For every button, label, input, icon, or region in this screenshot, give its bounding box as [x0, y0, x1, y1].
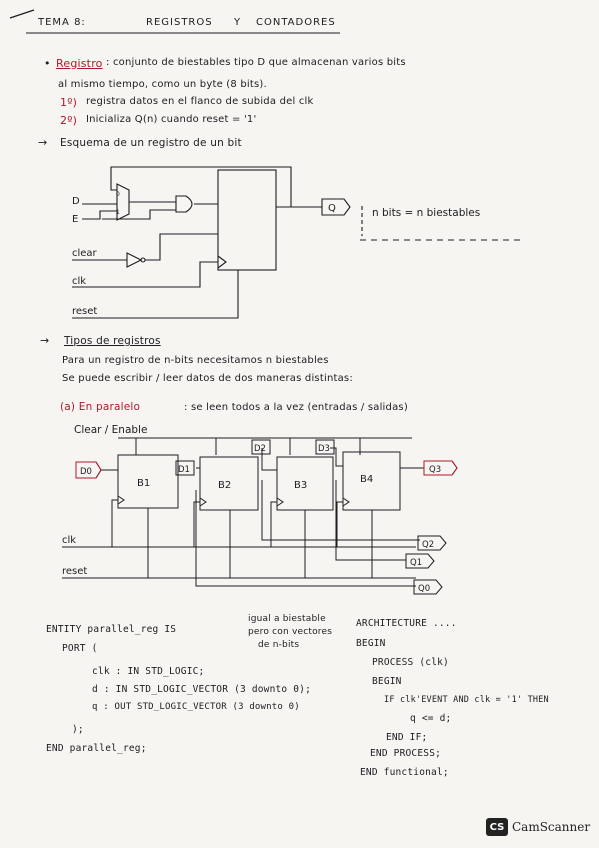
entity-note3: de n-bits: [258, 640, 300, 650]
item1-text: registra datos en el flanco de subida de…: [86, 96, 314, 107]
label-d: D: [72, 196, 80, 207]
entity-line5: q : OUT STD_LOGIC_VECTOR (3 downto 0): [92, 702, 300, 712]
entity-note1: igual a biestable: [248, 614, 326, 624]
q-output-tag: [321, 198, 351, 216]
label-clk: clk: [72, 276, 86, 287]
clk-label-2: clk: [62, 535, 76, 546]
block-b1-label: B1: [137, 478, 150, 489]
input-d3: D3: [318, 444, 330, 454]
item1-number: 1º): [60, 96, 78, 109]
entity-line6: );: [72, 724, 84, 735]
arrow-icon-2: →: [40, 334, 50, 347]
block-b2: [199, 456, 259, 511]
entity-line7: END parallel_reg;: [46, 743, 147, 754]
arch-line3: PROCESS (clk): [372, 657, 449, 668]
bits-note: n bits = n biestables: [372, 207, 480, 219]
arch-line2: BEGIN: [356, 638, 386, 649]
input-d2: D2: [254, 444, 266, 454]
arrow-icon: →: [38, 136, 48, 149]
label-clear: clear: [72, 248, 98, 259]
bullet: •: [44, 57, 51, 70]
page-title: TEMA 8:: [38, 17, 86, 28]
item2-number: 2º): [60, 114, 78, 127]
label-q: Q: [328, 203, 336, 214]
camscanner-watermark: CS CamScanner: [486, 818, 590, 836]
arch-line6: q <= d;: [410, 713, 452, 724]
item2-text: Inicializa Q(n) cuando reset = '1': [86, 114, 257, 125]
subtitle-y: Y: [234, 17, 242, 28]
input-d1: D1: [178, 465, 190, 475]
entity-line2: PORT (: [62, 643, 98, 654]
term-registro: Registro: [56, 57, 103, 70]
output-q1: Q1: [410, 558, 422, 568]
scheme-title: Esquema de un registro de un bit: [60, 137, 242, 149]
arch-line1: ARCHITECTURE ....: [356, 618, 457, 629]
entity-line4: d : IN STD_LOGIC_VECTOR (3 downto 0);: [92, 684, 312, 695]
clear-enable-label: Clear / Enable: [74, 424, 147, 436]
parallel-description: : se leen todos a la vez (entradas / sal…: [184, 402, 408, 413]
types-title: Tipos de registros: [64, 335, 161, 347]
camscanner-text: CamScanner: [512, 820, 591, 834]
entity-line3: clk : IN STD_LOGIC;: [92, 666, 205, 677]
output-q0: Q0: [418, 584, 430, 594]
input-d0: D0: [80, 467, 92, 477]
flip-flop-box: [217, 169, 277, 271]
arch-line4: BEGIN: [372, 676, 402, 687]
label-reset: reset: [72, 306, 97, 317]
block-b3-label: B3: [294, 480, 307, 491]
inverter-shape: [126, 252, 143, 268]
block-b2-label: B2: [218, 480, 231, 491]
mux-shape: [116, 183, 130, 221]
output-q2: Q2: [422, 540, 434, 550]
label-e: E: [72, 214, 78, 225]
arch-line9: END functional;: [360, 767, 449, 778]
subtitle-registros: REGISTROS: [146, 17, 213, 28]
types-line2: Se puede escribir / leer datos de dos ma…: [62, 373, 353, 384]
types-line1: Para un registro de n-bits necesitamos n…: [62, 355, 329, 366]
header-underline: [9, 9, 340, 34]
reset-label-2: reset: [62, 566, 87, 577]
parallel-register-diagram: Clear / Enable D0 D1 D2 D3 B1 B2 B3 B4 Q…: [62, 424, 458, 595]
and-gate-shape: [175, 195, 193, 213]
block-b4-label: B4: [360, 474, 373, 485]
parallel-label: (a) En paralelo: [60, 401, 141, 413]
output-q3: Q3: [429, 465, 441, 475]
entity-line1: ENTITY parallel_reg IS: [46, 624, 177, 635]
entity-note2: pero con vectores: [248, 627, 333, 637]
definition-line1: : conjunto de biestables tipo D que alma…: [106, 57, 406, 68]
mux-one: 1: [116, 209, 120, 216]
arch-line8: END PROCESS;: [370, 748, 442, 759]
camscanner-logo: CS: [486, 818, 508, 836]
arch-line5: IF clk'EVENT AND clk = '1' THEN: [384, 695, 549, 705]
definition-line2: al mismo tiempo, como un byte (8 bits).: [58, 79, 267, 90]
subtitle-contadores: CONTADORES: [256, 17, 336, 28]
arch-line7: END IF;: [386, 732, 428, 743]
mux-zero: 0: [116, 191, 120, 198]
feedback-wire: [110, 166, 292, 207]
clock-triangle: [217, 255, 227, 269]
one-bit-register-diagram: D E 0 1 clear clk reset Q n bits = n bie…: [72, 166, 522, 319]
